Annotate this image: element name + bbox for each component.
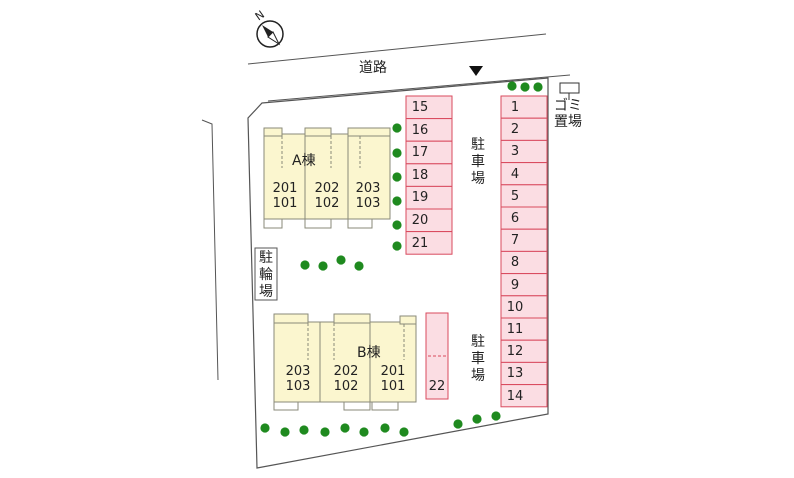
parking-slot-number: 2 (510, 122, 520, 138)
tree-icon (354, 261, 364, 271)
tree-icon (520, 82, 530, 92)
bicycle-parking-area (254, 247, 278, 301)
unit-b-upper-2: 202 (333, 364, 359, 379)
unit-b-lower-3: 101 (380, 379, 406, 394)
tree-icon (280, 427, 290, 437)
compass-icon (256, 20, 284, 48)
unit-a-upper-3: 203 (355, 181, 381, 196)
parking-slot-number: 17 (411, 145, 429, 161)
tree-icon (300, 260, 310, 270)
unit-a-lower-1: 101 (272, 196, 298, 211)
road-label: 道路 (359, 60, 387, 76)
unit-a-upper-1: 201 (272, 181, 298, 196)
tree-icon (453, 419, 463, 429)
parking-slot-number: 12 (506, 344, 524, 360)
tree-icon (340, 423, 350, 433)
tree-icon (299, 425, 309, 435)
parking-slot-number: 10 (506, 299, 524, 315)
garbage-station-icon (559, 82, 580, 100)
parking-slot-number: 8 (510, 255, 520, 271)
tree-icon (399, 427, 409, 437)
tree-icon (318, 261, 328, 271)
parking-slot-number: 1 (510, 100, 520, 115)
parking-slot-number: 20 (411, 213, 429, 228)
unit-b-upper-3: 201 (380, 364, 406, 379)
parking-slot-number: 11 (506, 322, 524, 337)
unit-a-lower-3: 103 (355, 196, 381, 211)
parking-slot-number: 13 (506, 366, 524, 382)
parking-slot-number: 7 (510, 233, 520, 249)
tree-icon (392, 148, 402, 158)
tree-icon (491, 411, 501, 421)
parking-slot-number: 19 (411, 190, 429, 206)
road-edge-bottom (267, 74, 571, 102)
unit-a-lower-2: 102 (314, 196, 340, 211)
parking-column-right (500, 95, 548, 408)
tree-icon (336, 255, 346, 265)
building-b (273, 313, 417, 411)
bicycle-parking-label: 駐輪場 (259, 250, 273, 300)
parking-slot-number: 15 (411, 100, 429, 115)
parking-label-upper: 駐車場 (471, 137, 485, 187)
tree-icon (392, 196, 402, 206)
building-b-name: B棟 (357, 345, 381, 361)
tree-icon (320, 427, 330, 437)
unit-b-upper-1: 203 (285, 364, 311, 379)
unit-b-lower-1: 103 (285, 379, 311, 394)
trees (260, 81, 543, 437)
tree-icon (392, 172, 402, 182)
parking-slot-number: 4 (510, 166, 520, 182)
parking-slot-22: 22 (428, 379, 446, 394)
neighbour-boundary (201, 119, 219, 381)
parking-slot-number: 14 (506, 388, 524, 404)
parking-slot-number: 18 (411, 167, 429, 183)
parking-label-lower: 駐車場 (471, 334, 485, 384)
tree-icon (359, 427, 369, 437)
tree-icon (260, 423, 270, 433)
unit-b-lower-2: 102 (333, 379, 359, 394)
parking-column-left (405, 95, 453, 255)
parking-space (405, 231, 453, 255)
parking-slot-number: 6 (510, 211, 520, 226)
parking-slot-number: 21 (411, 235, 429, 251)
parking-slot-number: 16 (411, 122, 429, 138)
tree-icon (392, 220, 402, 230)
parking-slot-number: 5 (510, 188, 520, 204)
parking-slot-number: 9 (510, 277, 520, 293)
tree-icon (392, 241, 402, 251)
tree-icon (380, 423, 390, 433)
tree-icon (392, 123, 402, 133)
tree-icon (472, 414, 482, 424)
unit-a-upper-2: 202 (314, 181, 340, 196)
parking-space (500, 384, 548, 408)
building-a-name: A棟 (292, 153, 316, 169)
tree-icon (507, 81, 517, 91)
tree-icon (533, 82, 543, 92)
building-a (263, 127, 391, 229)
road-edge-top (247, 33, 547, 65)
parking-slot-22-area (425, 312, 449, 400)
garbage-station-label: ゴミ置場 (554, 98, 582, 130)
road-arrow-icon (469, 66, 483, 76)
parking-slot-number: 3 (510, 144, 520, 160)
